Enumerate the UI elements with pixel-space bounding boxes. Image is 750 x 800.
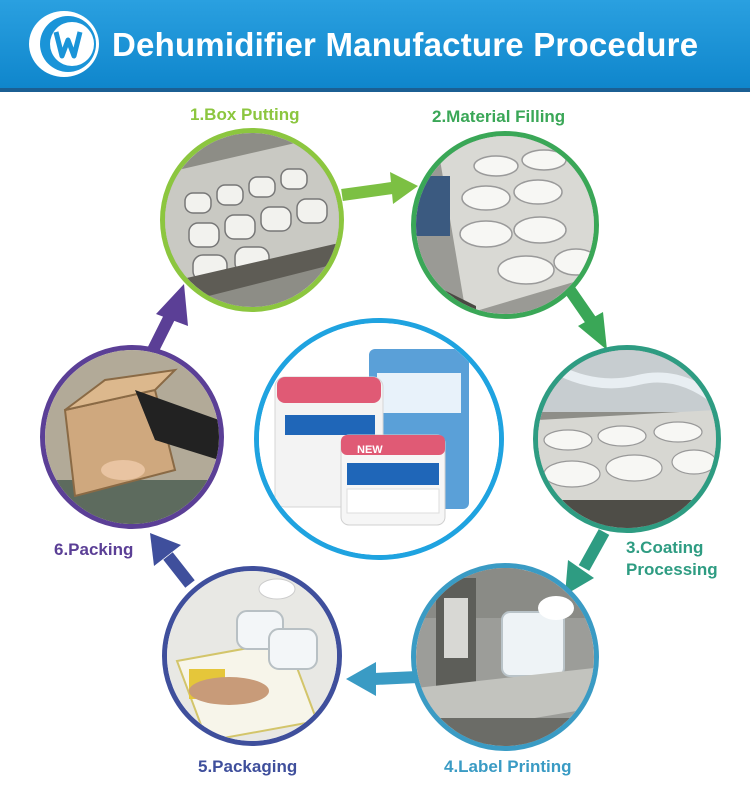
step-1-label: 1.Box Putting bbox=[190, 105, 300, 124]
step-5-label: 5.Packaging bbox=[198, 757, 298, 776]
step-2-circle bbox=[411, 131, 599, 319]
packing-photo bbox=[45, 350, 219, 524]
coating-processing-photo bbox=[538, 350, 716, 528]
step-4-circle bbox=[411, 563, 599, 751]
dehumidifier-products-photo: NEW bbox=[259, 323, 499, 555]
step-6-circle bbox=[40, 345, 224, 529]
packaging-photo bbox=[167, 571, 337, 741]
step-6-label: 6.Packing bbox=[54, 540, 134, 559]
step-1-circle bbox=[160, 128, 344, 312]
product-badge: NEW bbox=[357, 444, 383, 456]
box-putting-photo bbox=[165, 133, 339, 307]
center-products-circle: NEW bbox=[254, 318, 504, 560]
header-banner: Dehumidifier Manufacture Procedure bbox=[0, 0, 750, 88]
header-divider bbox=[0, 88, 750, 92]
page-title: Dehumidifier Manufacture Procedure bbox=[112, 26, 699, 63]
step-5-circle bbox=[162, 566, 342, 746]
step-3-label-line1: 3.Coating bbox=[626, 538, 704, 557]
arrow-4-to-5 bbox=[346, 662, 419, 696]
step-4-label: 4.Label Printing bbox=[444, 757, 572, 776]
material-filling-photo bbox=[416, 136, 594, 314]
step-2-label: 2.Material Filling bbox=[432, 107, 566, 126]
label-printing-photo bbox=[416, 568, 594, 746]
step-3-label: 3.Coating Processing bbox=[626, 537, 718, 581]
step-3-label-line2: Processing bbox=[626, 560, 718, 579]
step-3-circle bbox=[533, 345, 721, 533]
w-logo-icon bbox=[29, 11, 99, 77]
arrow-1-to-2 bbox=[341, 172, 418, 204]
